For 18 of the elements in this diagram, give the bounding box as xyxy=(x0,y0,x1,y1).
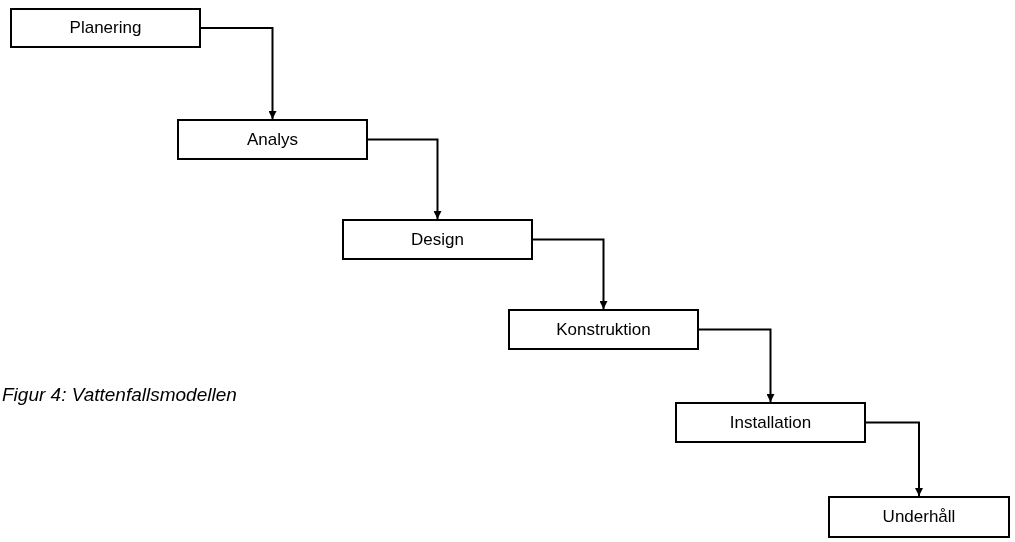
box-label: Installation xyxy=(729,412,812,433)
box-label: Konstruktion xyxy=(556,319,651,340)
arrow xyxy=(532,238,608,310)
process-box xyxy=(342,219,533,260)
arrow xyxy=(698,328,775,403)
figure-caption: Figur 4: Vattenfallsmodellen xyxy=(2,384,237,406)
process-box xyxy=(675,402,866,443)
arrow xyxy=(200,27,277,120)
process-box xyxy=(828,496,1010,538)
process-box xyxy=(508,309,699,350)
box-label: Underhåll xyxy=(882,507,956,527)
box-label: Analys xyxy=(247,129,298,150)
box-label: Design xyxy=(411,229,464,250)
process-box xyxy=(177,119,368,160)
arrow xyxy=(367,138,442,220)
arrow xyxy=(865,421,923,497)
box-label: Planering xyxy=(69,18,142,38)
process-box xyxy=(10,8,201,48)
